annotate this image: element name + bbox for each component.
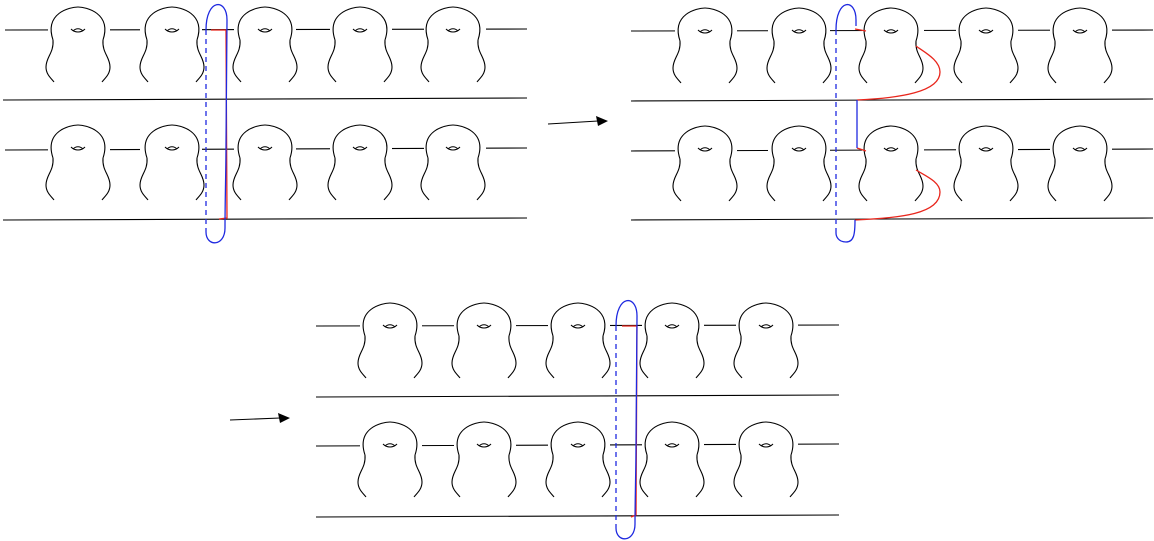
bulb xyxy=(639,302,705,379)
bulb xyxy=(139,124,205,201)
bulb xyxy=(545,302,611,379)
bulb xyxy=(420,6,486,83)
red-arc-top xyxy=(854,28,941,101)
bulb xyxy=(733,421,799,498)
strip-top xyxy=(315,302,840,398)
bulb xyxy=(1047,125,1113,202)
panel-final xyxy=(315,299,840,540)
bulb xyxy=(953,125,1019,202)
strip-bottom xyxy=(2,124,528,221)
strip-bottom xyxy=(315,421,840,518)
bulb xyxy=(451,302,517,379)
bulb xyxy=(232,124,298,201)
bulb xyxy=(1047,7,1113,84)
bulb xyxy=(766,7,832,84)
bulb xyxy=(357,302,423,379)
bulb xyxy=(232,6,298,83)
panel-rerouted xyxy=(630,3,1154,243)
bulb xyxy=(672,7,738,84)
bulb xyxy=(545,421,611,498)
bulb xyxy=(953,7,1019,84)
strip-top xyxy=(2,6,528,101)
red-arc-bottom xyxy=(854,147,941,221)
bulb xyxy=(858,125,924,202)
red-arc xyxy=(622,325,638,518)
bulb xyxy=(327,124,393,201)
bulb xyxy=(733,302,799,379)
bulb xyxy=(357,421,423,498)
bulb xyxy=(858,7,924,84)
blue-loop xyxy=(615,299,638,540)
bulb xyxy=(672,125,738,202)
bulb xyxy=(327,6,393,83)
bulb xyxy=(639,421,705,498)
blue-loop xyxy=(835,3,857,243)
bulb xyxy=(420,124,486,201)
red-arc xyxy=(211,29,228,220)
bulb xyxy=(139,6,205,83)
bulb xyxy=(451,421,517,498)
blue-loop xyxy=(205,3,228,244)
strip-bottom xyxy=(630,125,1154,221)
bulb xyxy=(45,124,111,201)
strip-top xyxy=(630,7,1154,102)
bulb xyxy=(45,6,111,83)
bulb xyxy=(766,125,832,202)
arrow-2-to-3 xyxy=(229,413,290,423)
arrow-1-to-2 xyxy=(547,116,608,126)
panel-initial xyxy=(2,3,528,244)
